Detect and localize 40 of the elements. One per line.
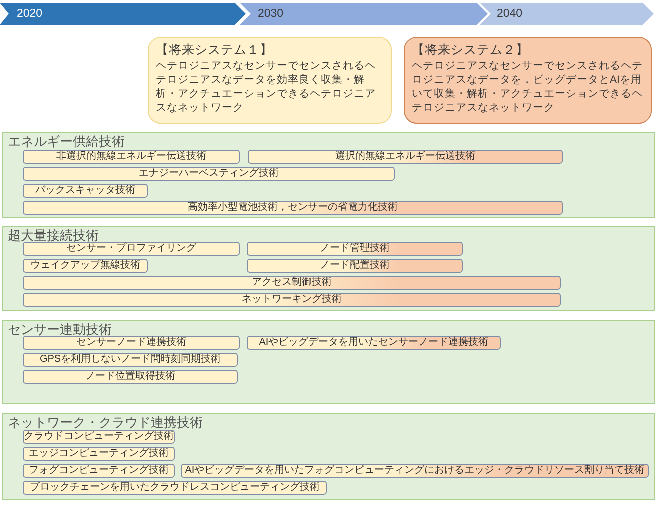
section-panel xyxy=(2,413,655,500)
timeline-period-band xyxy=(480,3,654,25)
technology-bar: エッジコンピューティング技術 xyxy=(23,447,175,461)
timeline-period-band xyxy=(240,3,488,25)
technology-bar: 非選択的無線エネルギー伝送技術 xyxy=(23,150,240,164)
technology-bar: GPSを利用しないノード間時刻同期技術 xyxy=(23,353,238,367)
technology-bar: エナジーハーベスティング技術 xyxy=(23,167,395,181)
year-label: 2040 xyxy=(497,7,523,21)
future-system-card xyxy=(404,37,652,124)
technology-bar: ノード配置技術 xyxy=(247,259,463,273)
card-heading: 【将来システム１】 xyxy=(156,42,273,59)
technology-bar: バックスキャッタ技術 xyxy=(23,184,148,198)
card-description: ヘテロジニアスなセンサーでセンスされるヘテロジニアスなデータを効率良く収集・解析・アクチュエーションできるヘテロジニアスなネットワーク xyxy=(156,59,377,115)
section-panel xyxy=(2,320,655,404)
section-heading: 超大量接続技術 xyxy=(8,228,99,244)
section-panel xyxy=(2,226,655,311)
year-label: 2030 xyxy=(258,7,284,21)
section-heading: エネルギー供給技術 xyxy=(8,134,125,150)
technology-bar: フォグコンピューティング技術 xyxy=(23,464,175,478)
technology-bar: AIやビッグデータを用いたフォグコンピューティングにおけるエッジ・クラウドリソース割り当て技術 xyxy=(181,464,649,478)
future-system-card xyxy=(148,37,392,124)
section-heading: ネットワーク・クラウド連携技術 xyxy=(8,415,203,430)
technology-bar: クラウドコンピューティング技術 xyxy=(23,430,175,444)
technology-bar: ネットワーキング技術 xyxy=(23,293,561,307)
technology-bar: ノード位置取得技術 xyxy=(23,370,238,384)
technology-bar: ウェイクアップ無線技術 xyxy=(23,259,148,273)
timeline-period-band xyxy=(0,3,246,25)
technology-bar: ブロックチェーンを用いたクラウドレスコンピューティング技術 xyxy=(23,481,327,495)
technology-bar: アクセス制御技術 xyxy=(23,276,561,290)
technology-bar: 選択的無線エネルギー伝送技術 xyxy=(248,150,563,164)
technology-bar: ノード管理技術 xyxy=(247,242,463,256)
section-panel xyxy=(2,132,655,218)
card-description: ヘテロジニアスなセンサーでセンスされるヘテロジニアスなデータを，ビッグデータとAIを用いて収集・解析・アクチュエーションできるヘテロジニアスなネットワーク xyxy=(412,59,644,115)
technology-bar: センサーノード連携技術 xyxy=(23,336,240,350)
year-label: 2020 xyxy=(17,7,43,21)
technology-bar: AIやビッグデータを用いたセンサーノード連携技術 xyxy=(247,336,501,350)
card-heading: 【将来システム２】 xyxy=(412,42,529,59)
technology-bar: センサー・プロファイリング xyxy=(23,242,240,256)
section-heading: センサー連動技術 xyxy=(8,322,112,338)
technology-bar: 高効率小型電池技術，センサーの省電力化技術 xyxy=(23,201,563,215)
